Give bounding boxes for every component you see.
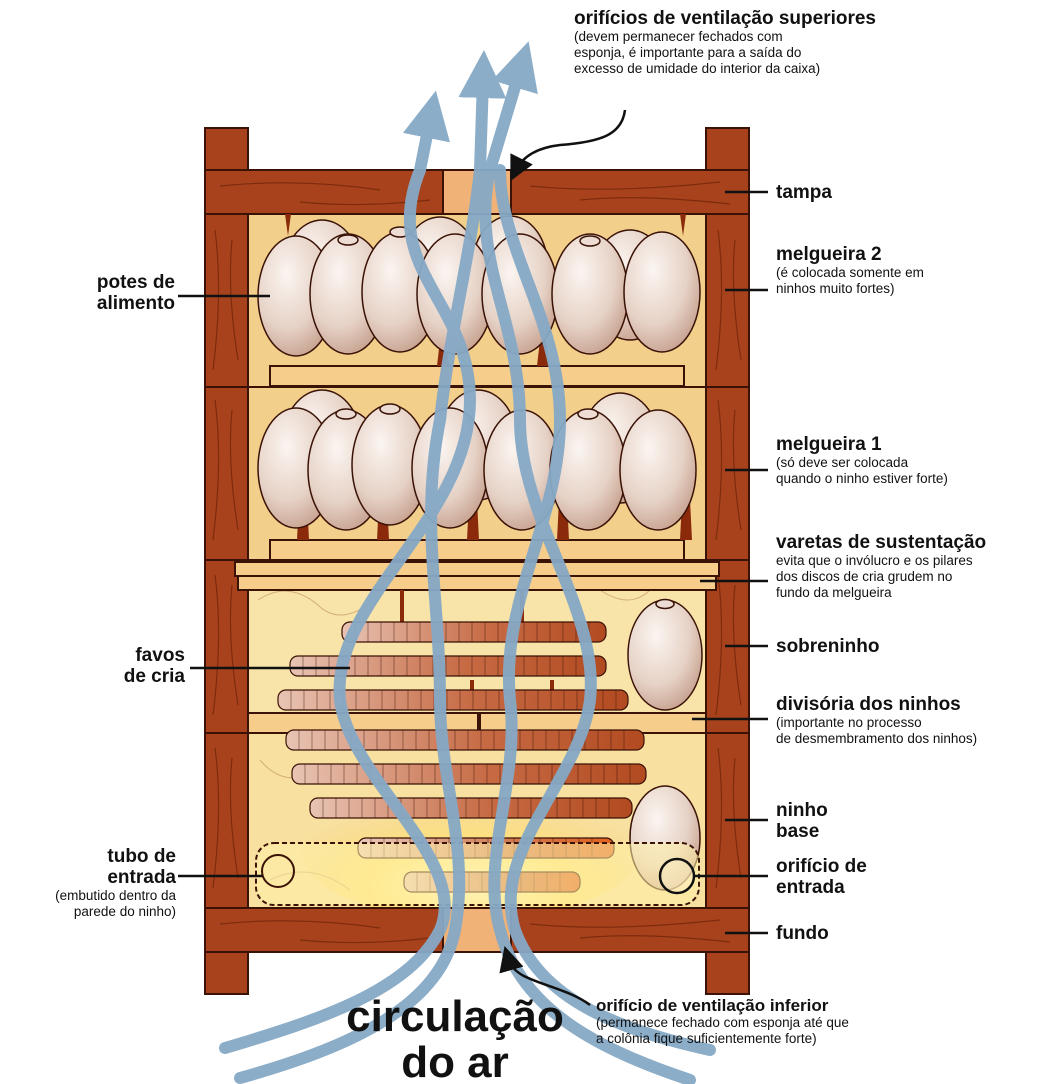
food-pots-lower [258, 390, 696, 530]
top-vents-line: excesso de umidade do interior da caixa) [574, 61, 876, 77]
melgueira2-label: melgueira 2 (é colocada somente em ninho… [776, 244, 924, 297]
melgueira1-label: melgueira 1 (só deve ser colocada quando… [776, 434, 948, 487]
sobreninho-label: sobreninho [776, 636, 879, 657]
food-pots-upper [258, 216, 700, 356]
tubo-line: (embutido dentro da [2, 888, 176, 904]
top-vents-title: orifícios de ventilação superiores [574, 8, 876, 29]
tubo-title: tubo de [2, 846, 176, 867]
varetas-line: dos discos de cria grudem no [776, 569, 986, 585]
ninho-base-line: ninho [776, 800, 828, 821]
tubo-title: entrada [2, 867, 176, 888]
divisoria-line: de desmembramento dos ninhos) [776, 731, 977, 747]
bottom-vent-line: (permanece fechado com esponja até que [596, 1015, 849, 1031]
top-vents-line: esponja, é importante para a saída do [574, 45, 876, 61]
melgueira1-line: quando o ninho estiver forte) [776, 471, 948, 487]
tubo-label: tubo de entrada (embutido dentro da pare… [2, 846, 176, 920]
bottom [205, 908, 749, 952]
air-circulation-line: do ar [330, 1040, 580, 1084]
sobreninho-text: sobreninho [776, 636, 879, 657]
tampa-label: tampa [776, 182, 832, 203]
tubo-line: parede do ninho) [2, 904, 176, 920]
air-circulation-title: circulação do ar [330, 994, 580, 1084]
favos-line: favos [80, 645, 185, 666]
entrance-tube [256, 843, 699, 905]
air-circulation-line: circulação [330, 994, 580, 1040]
potes-line: alimento [72, 293, 175, 314]
top-vents-label: orifícios de ventilação superiores (deve… [574, 8, 876, 77]
orificio-entrada-label: orifício de entrada [776, 856, 867, 898]
potes-line: potes de [72, 272, 175, 293]
tampa-text: tampa [776, 182, 832, 203]
orificio-entrada-line: orifício de [776, 856, 867, 877]
fundo-label: fundo [776, 923, 829, 944]
varetas-line: evita que o invólucro e os pilares [776, 553, 986, 569]
varetas-line: fundo da melgueira [776, 585, 986, 601]
top-vents-line: (devem permanecer fechados com [574, 29, 876, 45]
favos-line: de cria [80, 666, 185, 687]
divisoria-title: divisória dos ninhos [776, 694, 977, 715]
divisoria-line: (importante no processo [776, 715, 977, 731]
potes-label: potes de alimento [72, 272, 175, 314]
ninho-base-label: ninho base [776, 800, 828, 842]
bottom-vent-label: orifício de ventilação inferior (permane… [596, 996, 849, 1047]
favos-label: favos de cria [80, 645, 185, 687]
varetas-title: varetas de sustentação [776, 532, 986, 553]
bottom-vent-title: orifício de ventilação inferior [596, 996, 849, 1015]
melgueira2-line: ninhos muito fortes) [776, 281, 924, 297]
bottom-vent-line: a colônia fique suficientemente forte) [596, 1031, 849, 1047]
melgueira2-line: (é colocada somente em [776, 265, 924, 281]
ninho-base-line: base [776, 821, 828, 842]
melgueira1-title: melgueira 1 [776, 434, 948, 455]
varetas-label: varetas de sustentação evita que o invól… [776, 532, 986, 601]
melgueira1-line: (só deve ser colocada [776, 455, 948, 471]
orificio-entrada-line: entrada [776, 877, 867, 898]
melgueira2-title: melgueira 2 [776, 244, 924, 265]
fundo-text: fundo [776, 923, 829, 944]
divisoria-label: divisória dos ninhos (importante no proc… [776, 694, 977, 747]
